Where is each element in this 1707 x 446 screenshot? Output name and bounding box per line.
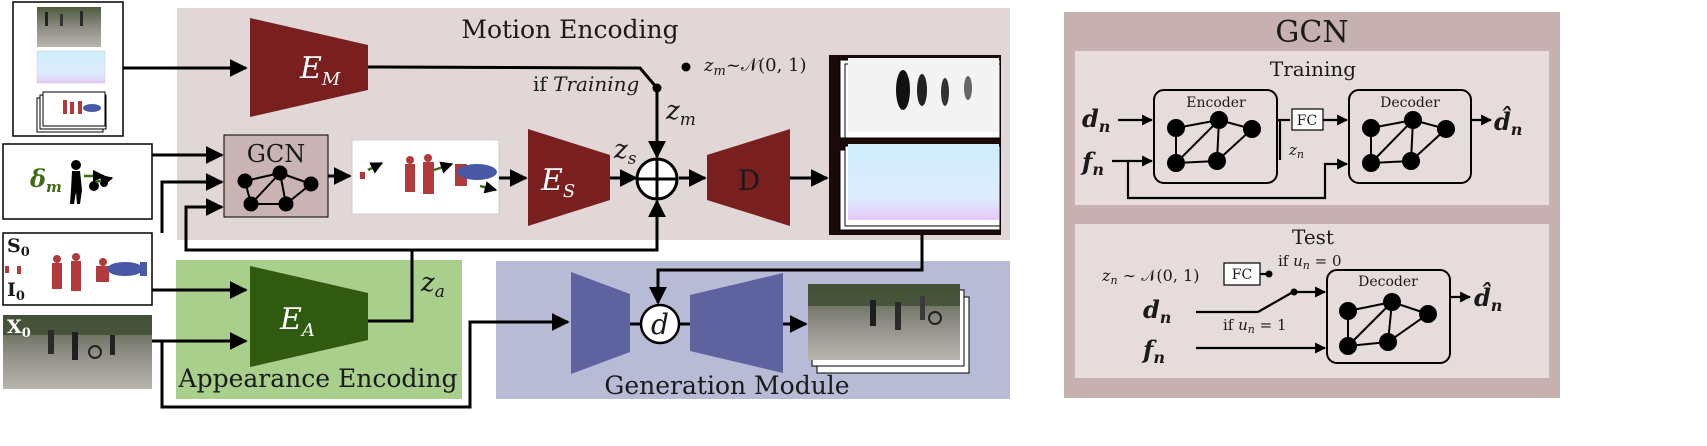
test-fc-label: FC (1232, 267, 1252, 283)
training-z-label: zn (1288, 141, 1304, 161)
generator-encoder (571, 272, 630, 374)
gcn-module-graph (237, 165, 319, 212)
decoder-d-label: D (738, 164, 760, 197)
em-label: EM (299, 51, 341, 90)
optical-flow-thumbnail-small (36, 50, 106, 84)
motion-encoder-em (250, 18, 368, 117)
zm-label: zm (665, 96, 696, 130)
generation-module-title: Generation Module (604, 371, 849, 400)
test-cond-zero: if un = 0 (1278, 252, 1342, 272)
gcn-panel-title: GCN (1275, 15, 1348, 50)
es-label: ES (540, 163, 575, 202)
motion-encoding-title: Motion Encoding (461, 15, 678, 44)
ea-label: EA (279, 302, 315, 341)
test-prior-label: zn ∼ 𝒩(0, 1) (1101, 266, 1199, 287)
training-output: d̂n (1494, 106, 1522, 139)
street-thumbnail-small (37, 7, 101, 47)
semantic-with-motion-image (351, 139, 500, 215)
test-f-input: fn (1141, 335, 1165, 367)
zs-label: zs (613, 135, 637, 169)
gcn-module-label: GCN (247, 140, 306, 168)
if-training-label: if Training (533, 72, 639, 96)
test-cond-one: if un = 1 (1223, 316, 1287, 336)
s0-label: S0 (7, 235, 30, 260)
test-decoder-label: Decoder (1358, 274, 1418, 290)
d-node-label: d (651, 308, 669, 341)
test-decoder-graph (1339, 293, 1437, 355)
generated-frames-stack (808, 284, 970, 374)
training-edges (1112, 114, 1493, 200)
training-fc-label: FC (1297, 113, 1317, 129)
test-title: Test (1292, 225, 1334, 249)
pedestrian-silhouette (70, 160, 114, 204)
generator-decoder (690, 273, 783, 373)
training-encoder-label: Encoder (1186, 95, 1246, 111)
test-output: d̂n (1474, 282, 1502, 315)
training-f-input: fn (1080, 147, 1104, 179)
semantic-encoder-es (528, 129, 610, 226)
sum-node (635, 157, 679, 201)
training-decoder-graph (1362, 111, 1455, 172)
output-motion-stack (829, 55, 1001, 235)
test-edges (1196, 270, 1472, 354)
i0-label: I0 (7, 279, 25, 304)
x0-label: X0 (7, 316, 31, 341)
appearance-encoding-title: Appearance Encoding (178, 364, 458, 393)
semantic-map-thumbnail (5, 253, 147, 291)
semantic-stack-thumbnail-small (36, 91, 107, 133)
appearance-encoder-ea (250, 266, 368, 367)
training-title: Training (1270, 57, 1356, 81)
za-label: za (420, 268, 445, 302)
motion-decoder-d (707, 129, 790, 226)
training-encoder-box (1153, 89, 1278, 184)
test-d-input: dn (1143, 295, 1171, 327)
training-d-input: dn (1082, 104, 1110, 136)
zm-prior-label: zm~𝒩(0, 1) (703, 55, 807, 79)
training-decoder-box (1348, 89, 1472, 184)
delta-m-label: δm (29, 164, 62, 196)
appearance-input-photo (3, 315, 152, 389)
training-encoder-graph (1167, 111, 1261, 172)
training-decoder-label: Decoder (1380, 95, 1440, 111)
test-decoder-box (1326, 269, 1451, 364)
main-diagram-edges (123, 59, 924, 409)
